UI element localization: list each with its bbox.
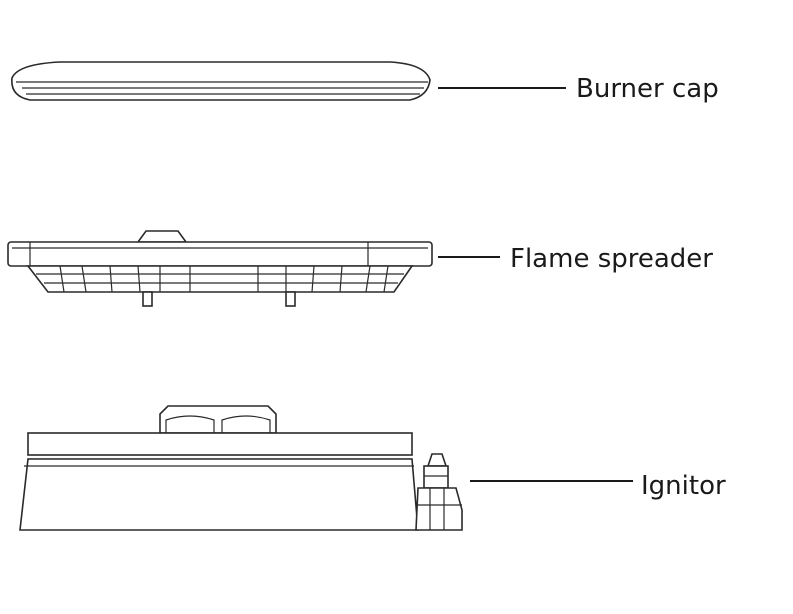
burner-cap-drawing [11,61,431,101]
flame-spreader-label: Flame spreader [510,244,713,274]
ignitor-label: Ignitor [641,471,726,501]
burner-base-drawing [19,405,419,531]
burner-cap-label: Burner cap [576,74,719,104]
flame-spreader-drawing [7,230,433,307]
ignitor-drawing [415,453,463,531]
